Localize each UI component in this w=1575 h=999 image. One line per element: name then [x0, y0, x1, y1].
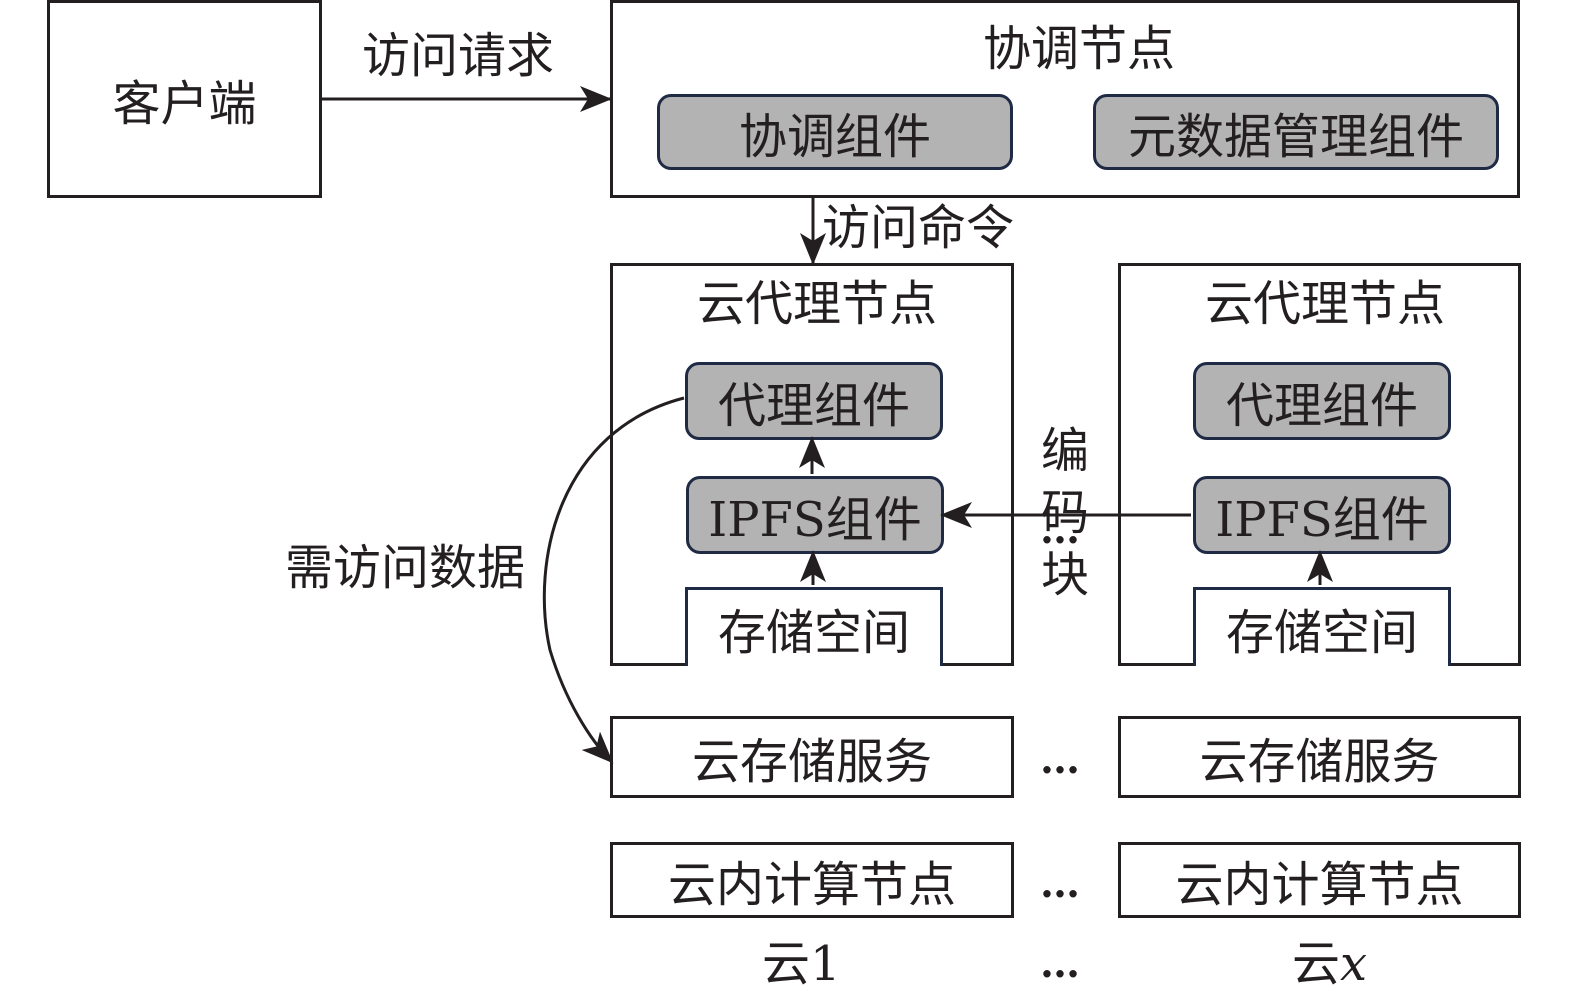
cloud-storage-service-1: 云存储服务 [610, 716, 1014, 798]
cloud-x-prefix: 云 [1292, 936, 1341, 992]
storage-space-1: 存储空间 [685, 587, 943, 666]
proxy-component-1-label: 代理组件 [717, 378, 910, 434]
cloud-proxy-node-x-title: 云代理节点 [1205, 276, 1446, 332]
cloud-proxy-node-1-title: 云代理节点 [697, 276, 938, 332]
cloud-storage-service-x: 云存储服务 [1118, 716, 1521, 798]
compute-node-1: 云内计算节点 [610, 842, 1014, 918]
compute-node-1-label: 云内计算节点 [667, 857, 956, 913]
cloud-storage-service-1-label: 云存储服务 [691, 734, 932, 790]
coordinator-node: 协调节点 协调组件 元数据管理组件 [610, 0, 1520, 198]
storage-space-x-label: 存储空间 [1225, 605, 1418, 661]
ipfs-component-x-label: IPFS组件 [1215, 492, 1429, 548]
metadata-management-component: 元数据管理组件 [1093, 94, 1499, 170]
cloud-proxy-node-1: 云代理节点 代理组件 IPFS组件 存储空间 [610, 263, 1014, 666]
cloud-proxy-node-x: 云代理节点 代理组件 IPFS组件 存储空间 [1118, 263, 1521, 666]
coordination-component: 协调组件 [657, 94, 1013, 170]
metadata-management-component-label: 元数据管理组件 [1127, 109, 1464, 165]
proxy-component-1: 代理组件 [685, 362, 943, 440]
ellipsis-ipfs-row: … [1040, 506, 1082, 553]
compute-node-x: 云内计算节点 [1118, 842, 1521, 918]
access-request-label: 访问请求 [362, 28, 555, 84]
client-node: 客户端 [47, 0, 322, 198]
compute-node-x-label: 云内计算节点 [1175, 857, 1464, 913]
proxy-component-x-label: 代理组件 [1225, 378, 1418, 434]
access-command-label: 访问命令 [822, 200, 1015, 256]
storage-space-x: 存储空间 [1193, 587, 1451, 666]
cloud-x-name: 云x [1292, 940, 1367, 988]
coordination-component-label: 协调组件 [738, 109, 931, 165]
cloud-x-variable: x [1340, 936, 1368, 992]
client-label: 客户端 [112, 76, 257, 132]
encoded-block-text: 编码块 [1040, 423, 1089, 603]
data-to-access-label: 需访问数据 [285, 540, 526, 596]
ellipsis-cloud-names: … [1040, 940, 1082, 987]
encoded-block-label: 编码块 [1035, 296, 1095, 606]
cloud-1-name: 云1 [762, 936, 841, 992]
ipfs-component-x: IPFS组件 [1193, 476, 1451, 554]
storage-space-1-label: 存储空间 [717, 605, 910, 661]
ipfs-component-1: IPFS组件 [686, 476, 944, 554]
ipfs-component-1-label: IPFS组件 [708, 492, 922, 548]
ellipsis-compute-row: … [1040, 860, 1082, 907]
coordinator-title: 协调节点 [983, 21, 1176, 77]
ellipsis-storage-row: … [1040, 736, 1082, 783]
cloud-storage-service-x-label: 云存储服务 [1199, 734, 1440, 790]
proxy-component-x: 代理组件 [1193, 362, 1451, 440]
